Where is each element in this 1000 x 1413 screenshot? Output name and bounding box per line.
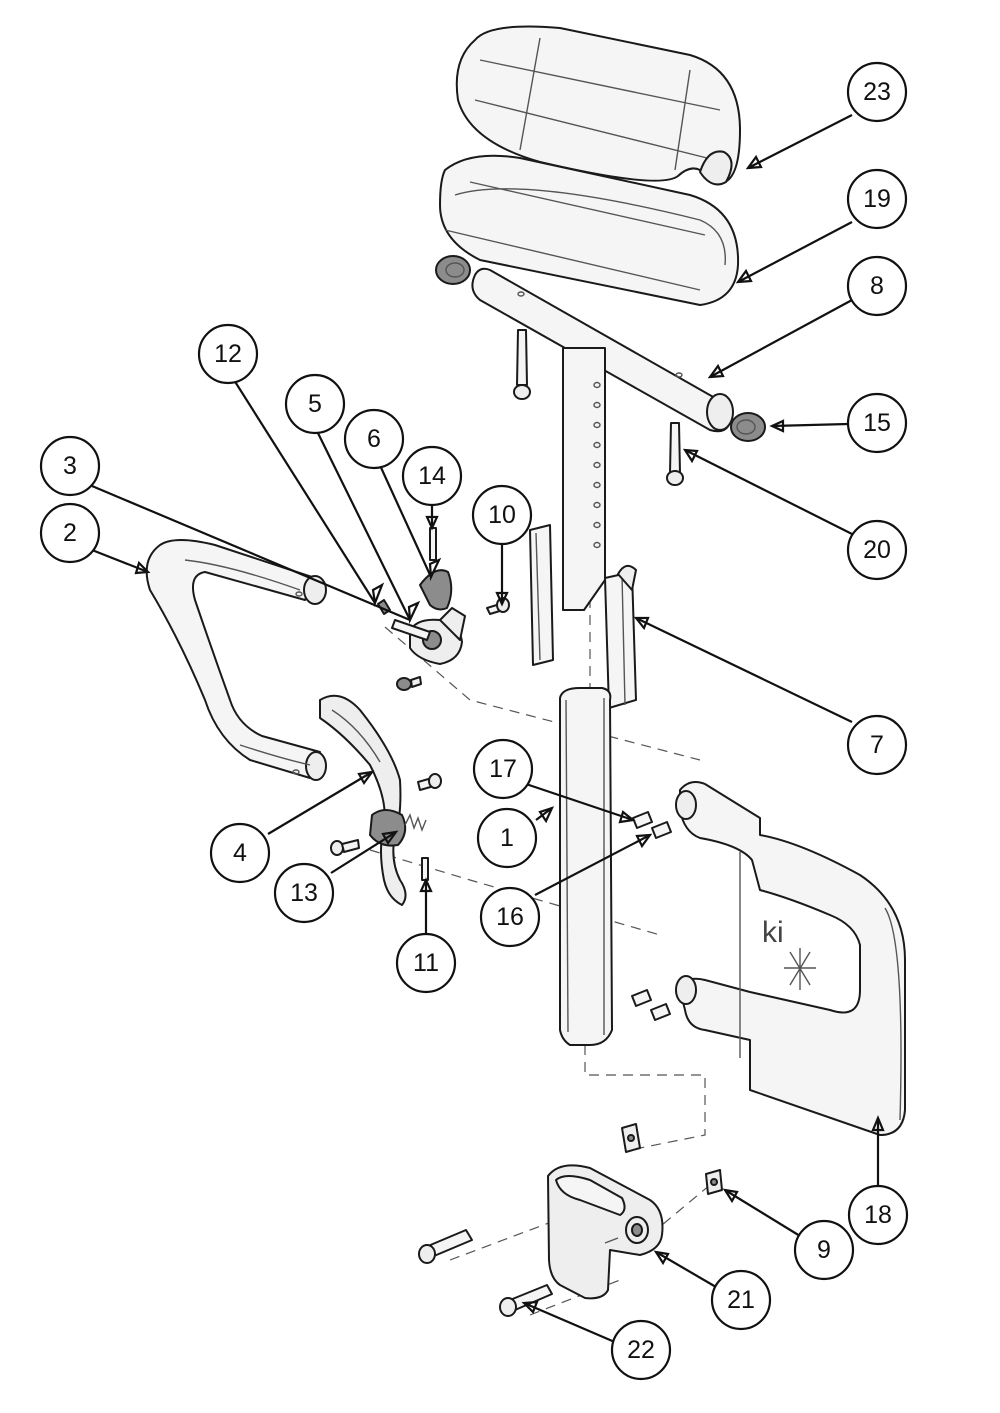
callout-label: 6 <box>367 425 381 453</box>
end-cap-right <box>730 412 766 442</box>
logo-text: ki <box>762 916 784 949</box>
release-lever <box>319 694 407 906</box>
callout-19: 19 <box>846 168 908 230</box>
callout-15: 15 <box>846 392 908 454</box>
screw-clamp-lower <box>396 676 422 691</box>
callout-label: 1 <box>500 824 514 852</box>
upright-post <box>562 347 606 611</box>
callout-11: 11 <box>395 932 457 994</box>
callout-label: 14 <box>418 462 446 490</box>
callout-22: 22 <box>610 1319 672 1381</box>
callout-label: 23 <box>863 78 891 106</box>
callout-13: 13 <box>273 862 335 924</box>
bolt-upper <box>418 1229 473 1264</box>
callout-17: 17 <box>472 738 534 800</box>
armrest-pad <box>439 154 740 306</box>
callout-label: 16 <box>496 903 524 931</box>
callout-12: 12 <box>197 323 259 385</box>
callout-6: 6 <box>343 408 405 470</box>
callout-18: 18 <box>847 1184 909 1246</box>
callout-label: 15 <box>863 409 891 437</box>
screw-11 <box>421 857 429 881</box>
callout-2: 2 <box>39 502 101 564</box>
callout-3: 3 <box>39 435 101 497</box>
callout-label: 10 <box>488 501 516 529</box>
screw-upper-right <box>666 422 684 486</box>
callout-10: 10 <box>471 484 533 546</box>
callout-label: 5 <box>308 390 322 418</box>
side-plate <box>529 524 554 666</box>
screw-13 <box>330 839 360 856</box>
callout-14: 14 <box>401 445 463 507</box>
callout-9: 9 <box>793 1219 855 1281</box>
guide-plate <box>604 564 637 709</box>
callout-label: 13 <box>290 879 318 907</box>
callout-16: 16 <box>479 886 541 948</box>
callout-7: 7 <box>846 714 908 776</box>
end-cap-left <box>435 255 471 285</box>
pin-14 <box>429 527 437 561</box>
bolt-lower <box>499 1284 553 1317</box>
callout-label: 18 <box>864 1201 892 1229</box>
leader-lines <box>91 114 885 1345</box>
screw-4 <box>417 773 442 791</box>
callout-label: 11 <box>413 949 439 977</box>
pin-17-b <box>631 989 652 1007</box>
callout-label: 12 <box>214 340 242 368</box>
armrest-loop <box>145 539 327 781</box>
pin-17-a <box>632 811 653 829</box>
callout-20: 20 <box>846 519 908 581</box>
callout-label: 17 <box>489 755 517 783</box>
pin-16-b <box>650 1003 671 1021</box>
nut-lower <box>705 1169 723 1195</box>
callout-1: 1 <box>476 807 538 869</box>
callout-label: 8 <box>870 272 884 300</box>
callout-label: 22 <box>627 1336 655 1364</box>
pin-12 <box>391 619 431 641</box>
screw-10 <box>486 597 510 615</box>
side-frame <box>675 781 906 1136</box>
callout-label: 2 <box>63 519 77 547</box>
spring-13 <box>404 813 427 833</box>
nut-upper <box>621 1123 641 1153</box>
armrest-pad-cover <box>455 25 741 186</box>
callout-label: 3 <box>63 452 77 480</box>
callout-4: 4 <box>209 822 271 884</box>
manufacturer-logo: ki <box>762 916 816 990</box>
latch-6 <box>419 569 453 611</box>
callout-label: 19 <box>863 185 891 213</box>
callout-21: 21 <box>710 1269 772 1331</box>
screw-upper-left <box>513 329 531 400</box>
callout-23: 23 <box>846 61 908 123</box>
callout-5: 5 <box>284 373 346 435</box>
pin-16-a <box>651 821 672 839</box>
callout-label: 7 <box>870 731 884 759</box>
receiver-bracket <box>547 1164 664 1300</box>
callout-label: 21 <box>727 1286 755 1314</box>
callout-label: 20 <box>863 536 891 564</box>
receiver-tube <box>559 687 613 1046</box>
callout-label: 4 <box>233 839 247 867</box>
callout-8: 8 <box>846 255 908 317</box>
callout-label: 9 <box>817 1236 831 1264</box>
